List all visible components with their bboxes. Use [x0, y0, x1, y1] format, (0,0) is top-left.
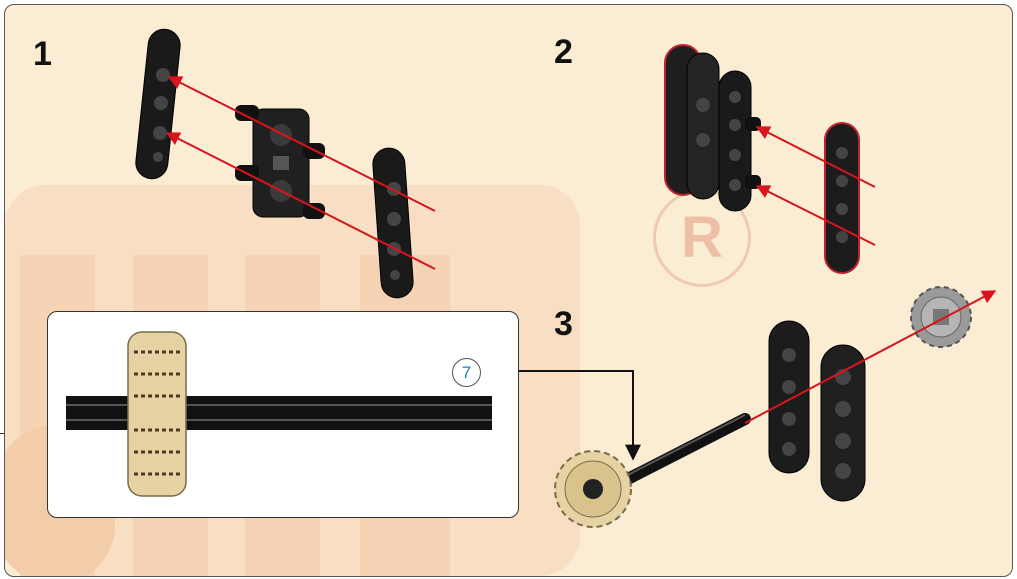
step-3-beam-pair	[768, 320, 866, 502]
step-3-red-arrow	[744, 290, 997, 424]
build-illustrations	[135, 28, 997, 528]
step-1-left-beam	[135, 28, 181, 180]
step-1-number: 1	[33, 35, 52, 73]
callout-pointer	[517, 370, 641, 461]
step-3-tan-gear	[554, 450, 632, 528]
step-1-cross-block	[235, 105, 325, 219]
step-2-new-beam	[824, 122, 860, 274]
step-1-right-beam	[372, 147, 414, 299]
step-2-red-arrows	[755, 126, 876, 246]
callout-parts-art	[66, 331, 492, 497]
left-edge-tick	[0, 433, 4, 434]
instruction-panel: R 1 2 3	[4, 4, 1013, 577]
step-3-gray-gear	[910, 286, 972, 348]
step-1-red-arrows	[165, 76, 436, 270]
step-2-beam-stack	[664, 44, 761, 212]
quantity-badge: 7	[452, 358, 481, 387]
step-2-number: 2	[554, 33, 573, 71]
callout-tan-gear	[127, 331, 187, 497]
step-3-number: 3	[554, 305, 573, 343]
parts-callout: 7	[47, 311, 519, 518]
